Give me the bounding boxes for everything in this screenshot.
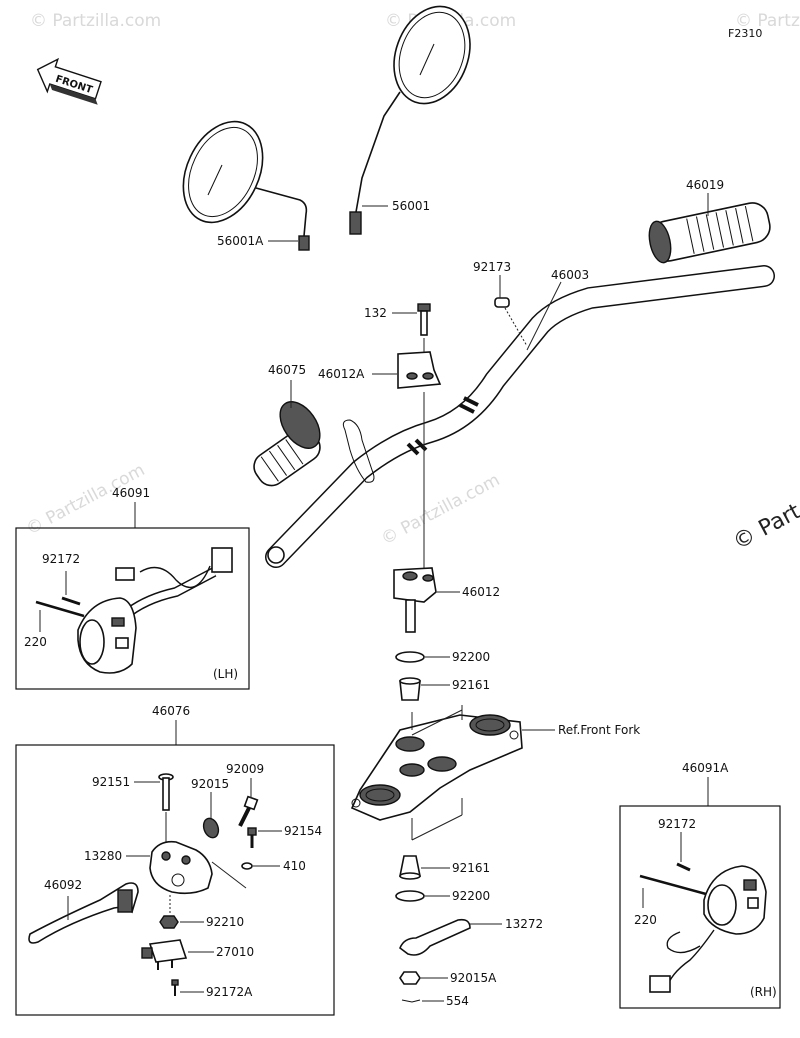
callout-92161-top: 92161 — [452, 678, 490, 692]
bolt-92151 — [158, 773, 174, 811]
holder-lower-46012 — [393, 567, 437, 633]
clip-554 — [401, 999, 421, 1003]
watermark-large-text: © Part — [729, 499, 800, 555]
screw-220-lh — [35, 600, 85, 618]
callout-92015: 92015 — [191, 777, 229, 791]
washer-92200-bottom — [395, 890, 425, 902]
figure-id: F2310 — [728, 27, 762, 40]
grip-right — [648, 202, 771, 264]
screw-92172A — [171, 979, 179, 996]
callout-92172-rh: 92172 — [658, 817, 696, 831]
switch-housing-left — [77, 547, 233, 674]
nut-92015A — [399, 971, 421, 985]
callout-46091A: 46091A — [682, 761, 729, 775]
rh-switch-box — [619, 805, 781, 1009]
callout-92009: 92009 — [226, 762, 264, 776]
callout-410: 410 — [283, 859, 306, 873]
bracket-13280 — [149, 840, 213, 895]
nut-92210 — [159, 915, 179, 929]
callout-220-rh: 220 — [634, 913, 657, 927]
callout-56001: 56001 — [392, 199, 430, 213]
plate-13272 — [399, 918, 471, 956]
mirror-left — [182, 120, 310, 251]
callout-92161-bottom: 92161 — [452, 861, 490, 875]
front-arrow-icon: FRONT — [36, 57, 102, 105]
callout-46076: 46076 — [152, 704, 190, 718]
screw-92009 — [238, 795, 259, 827]
washer-410 — [241, 862, 253, 870]
handlebar — [265, 265, 775, 568]
switch-housing-right — [649, 865, 767, 993]
callout-92151: 92151 — [92, 775, 130, 789]
callout-92200-top: 92200 — [452, 650, 490, 664]
callout-56001A: 56001A — [217, 234, 264, 248]
clip-92173 — [494, 297, 510, 308]
screw-92154 — [247, 827, 257, 848]
watermark-text: © Partzilla.com — [735, 11, 800, 31]
callout-46092: 46092 — [44, 878, 82, 892]
rh-label: (RH) — [750, 985, 777, 999]
lh-switch-box — [15, 527, 250, 690]
callout-46019: 46019 — [686, 178, 724, 192]
bolt-132 — [417, 303, 431, 336]
lh-label: (LH) — [213, 667, 238, 681]
callout-92172-lh: 92172 — [42, 552, 80, 566]
callout-92200-bottom: 92200 — [452, 889, 490, 903]
callout-13272: 13272 — [505, 917, 543, 931]
screw-92172-lh — [61, 596, 81, 606]
callout-46075: 46075 — [268, 363, 306, 377]
holder-upper-46012A — [397, 351, 442, 389]
callout-92172A: 92172A — [206, 985, 253, 999]
callout-46003: 46003 — [551, 268, 589, 282]
mirror-right — [349, 5, 471, 235]
clutch-assembly-box — [15, 744, 335, 1016]
callout-92173: 92173 — [473, 260, 511, 274]
callout-46012: 46012 — [462, 585, 500, 599]
callout-220-lh: 220 — [24, 635, 47, 649]
callout-27010: 27010 — [216, 945, 254, 959]
callout-92154: 92154 — [284, 824, 322, 838]
damper-92161-top — [399, 677, 421, 701]
callout-92210: 92210 — [206, 915, 244, 929]
callout-132: 132 — [364, 306, 387, 320]
nut-92015 — [202, 817, 220, 839]
washer-92200-top — [395, 651, 425, 663]
damper-92161-bottom — [399, 855, 421, 880]
callout-46012A: 46012A — [318, 367, 365, 381]
switch-27010 — [141, 939, 188, 970]
grip-left — [253, 401, 321, 487]
callout-46091: 46091 — [112, 486, 150, 500]
screw-92172-rh — [676, 862, 691, 872]
watermark-text: © Partzilla.com — [30, 11, 161, 31]
callout-13280: 13280 — [84, 849, 122, 863]
triple-clamp — [350, 714, 523, 821]
watermark-text: © Partzilla.com — [378, 470, 503, 549]
callout-92015A: 92015A — [450, 971, 497, 985]
callout-554: 554 — [446, 994, 469, 1008]
clutch-lever-46092 — [28, 882, 139, 944]
screw-220-rh — [639, 874, 707, 896]
ref-front-fork-label: Ref.Front Fork — [558, 723, 640, 737]
